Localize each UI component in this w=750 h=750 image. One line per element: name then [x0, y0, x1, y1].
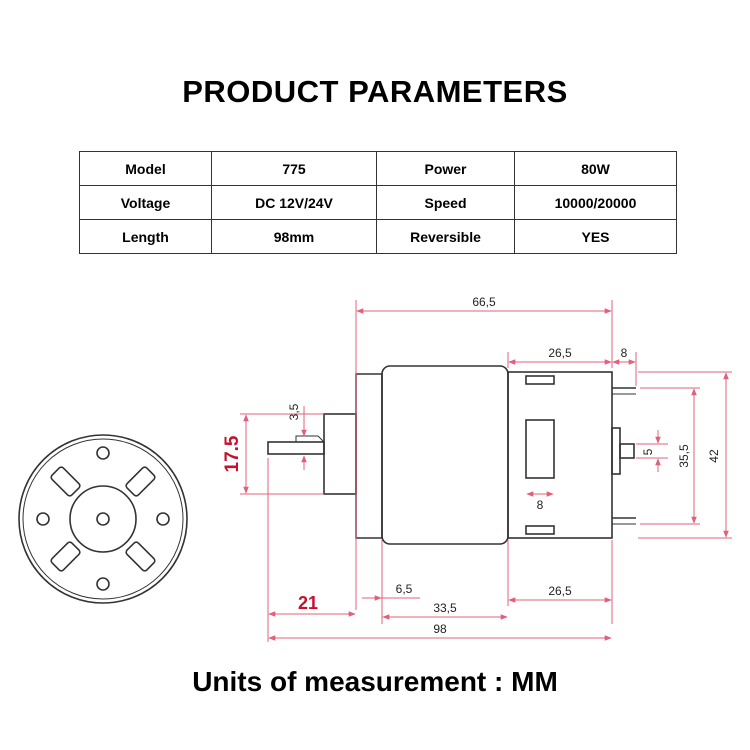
dimension-label: 3,5 — [287, 403, 301, 420]
dimension-label: 17.5 — [222, 435, 243, 472]
dimension-label: 8 — [621, 346, 628, 360]
param-label: Model — [79, 151, 212, 186]
units-note: Units of measurement : MM — [192, 666, 558, 697]
dimension-label: 6,5 — [396, 582, 413, 596]
table-row: Length 98mm Reversible YES — [79, 219, 677, 254]
dimension-label: 8 — [537, 498, 544, 512]
param-value: DC 12V/24V — [211, 185, 377, 220]
dimension-label: 35,5 — [677, 444, 691, 468]
param-value: 98mm — [211, 219, 377, 254]
param-label: Voltage — [79, 185, 212, 220]
table-row: Voltage DC 12V/24V Speed 10000/20000 — [79, 185, 677, 220]
dimension-label: 26,5 — [548, 346, 572, 360]
param-label: Speed — [376, 185, 515, 220]
motor-side-view — [267, 365, 636, 545]
page-title: PRODUCT PARAMETERS — [182, 74, 568, 109]
dimension-label: 98 — [433, 622, 447, 636]
dimension-lines — [240, 300, 732, 642]
param-value: YES — [514, 219, 677, 254]
dimension-label: 26,5 — [548, 584, 572, 598]
table-row: Model 775 Power 80W — [79, 151, 677, 186]
param-label: Power — [376, 151, 515, 186]
dimension-label: 21 — [298, 593, 318, 613]
dimension-label: 42 — [707, 449, 721, 463]
parameters-table: Model 775 Power 80W Voltage DC 12V/24V S… — [79, 151, 677, 254]
param-label: Reversible — [376, 219, 515, 254]
dimension-label: 33,5 — [433, 601, 457, 615]
motor-end-view — [18, 434, 188, 604]
param-label: Length — [79, 219, 212, 254]
dimension-label: 5 — [641, 448, 655, 455]
dimension-label: 66,5 — [472, 295, 496, 309]
param-value: 775 — [211, 151, 377, 186]
